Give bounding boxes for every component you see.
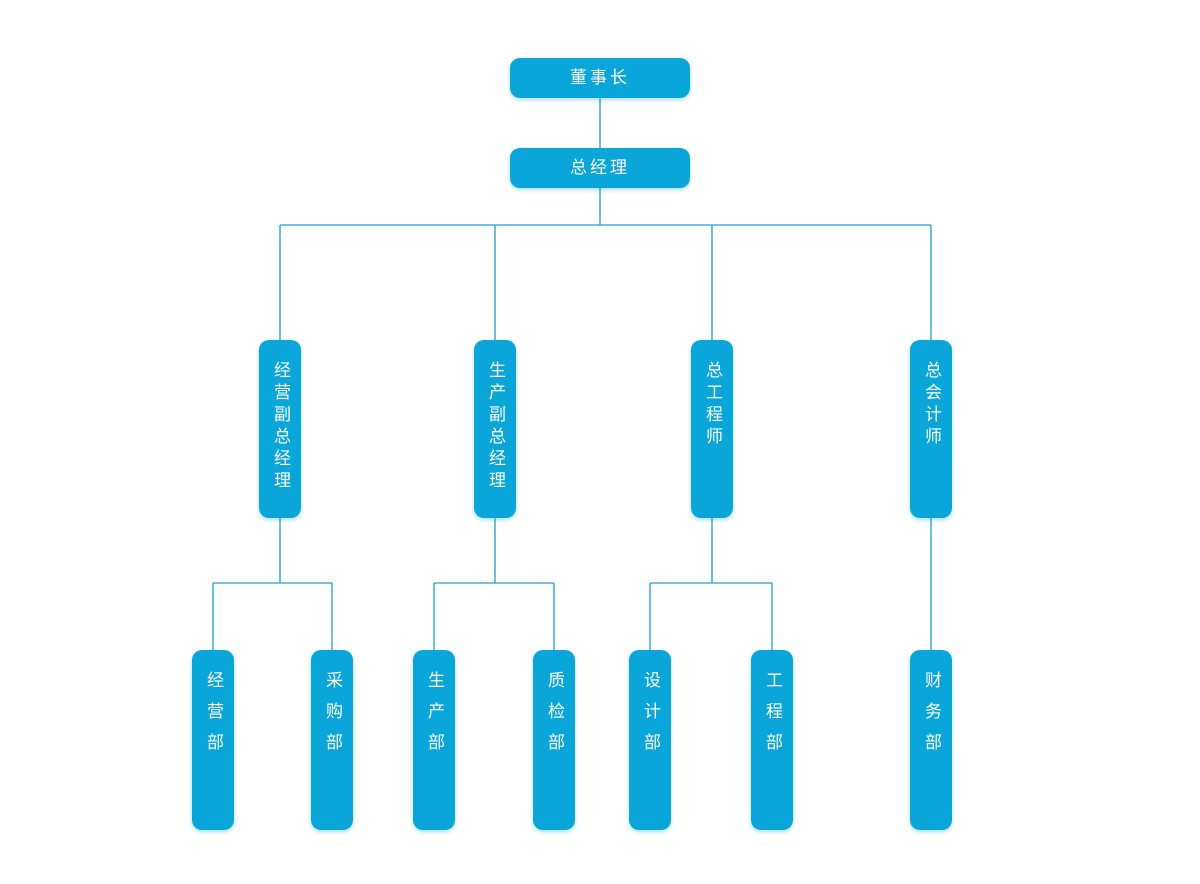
connector-gm-children [279,188,932,340]
org-node-quality-inspection-dept: 质检部 [533,650,575,830]
org-node-chief-accountant: 总会计师 [910,340,952,518]
org-node-purchasing-dept: 采购部 [311,650,353,830]
org-node-engineering-dept: 工程部 [751,650,793,830]
org-node-chief-engineer: 总工程师 [691,340,733,518]
org-node-operations-vice-gm: 经营副总经理 [259,340,301,518]
org-node-production-vice-gm: 生产副总经理 [474,340,516,518]
org-node-design-dept: 设计部 [629,650,671,830]
connector-ops-vice-gm-children [212,518,333,650]
connector-prod-vice-gm-children [433,518,555,650]
org-node-general-manager: 总经理 [510,148,690,188]
org-node-production-dept: 生产部 [413,650,455,830]
org-node-operations-dept: 经营部 [192,650,234,830]
org-node-finance-dept: 财务部 [910,650,952,830]
connector-chief-engineer-children [649,518,773,650]
org-node-chairman: 董事长 [510,58,690,98]
